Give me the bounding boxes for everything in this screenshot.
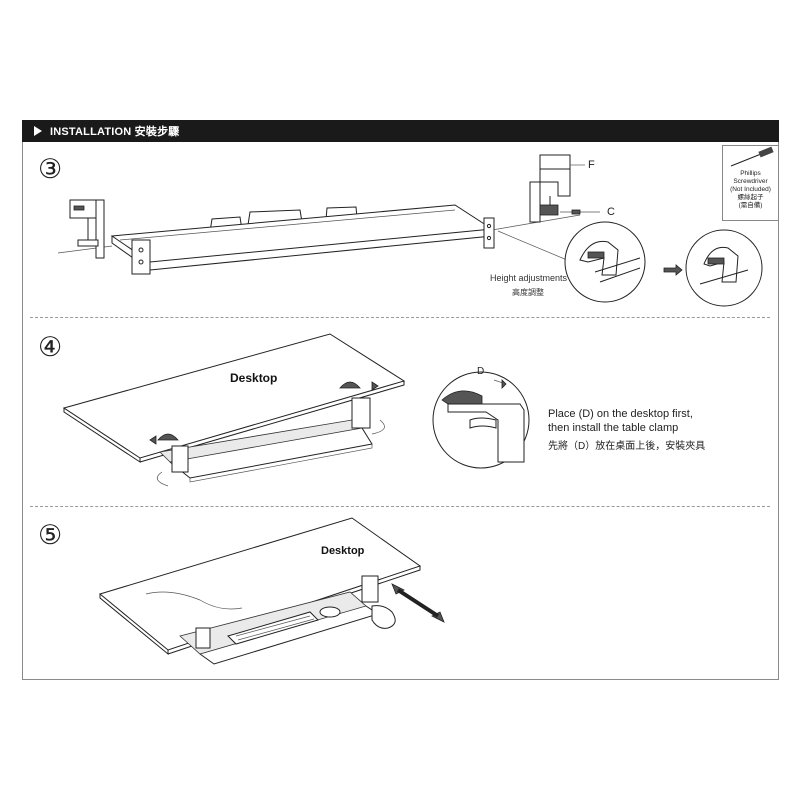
height-adjust-label-zh: 高度調整 <box>512 288 544 297</box>
desktop-label-step5: Desktop <box>321 545 365 557</box>
step4-note-line1: Place (D) on the desktop first, <box>548 408 693 420</box>
section-title: INSTALLATION 安裝步驟 <box>50 126 180 138</box>
tool-note-box: Phillips Screwdriver (Not Included) 螺絲起子… <box>722 145 779 221</box>
height-adjust-label: Height adjustments <box>490 273 568 283</box>
step-divider-1 <box>30 317 770 318</box>
step5-keyboard-illustration <box>98 517 445 665</box>
tool-name-zh: 螺絲起子 <box>737 194 764 201</box>
step4-note-line2: then install the table clamp <box>548 422 679 434</box>
step4-desk-illustration <box>62 333 530 487</box>
step-4-number: ④ <box>38 332 63 363</box>
section-header: INSTALLATION 安裝步驟 <box>22 120 779 142</box>
part-label-d: D <box>477 366 485 377</box>
screwdriver-icon <box>730 146 774 167</box>
step-5-number: ⑤ <box>38 520 63 551</box>
step4-note-zh: 先將（D）放在桌面上後，安裝夾具 <box>548 441 706 452</box>
step-3-number: ③ <box>38 154 63 185</box>
part-label-f: F <box>588 159 595 171</box>
step3-tray-illustration <box>57 154 763 307</box>
step-divider-2 <box>30 506 770 507</box>
tool-note: (Not Included) <box>730 186 771 193</box>
tool-name: Phillips <box>740 170 761 177</box>
part-label-c: C <box>607 206 615 218</box>
tool-name-2: Screwdriver <box>733 178 768 185</box>
instruction-frame <box>22 142 779 680</box>
tool-note-zh: (需自備) <box>738 202 763 209</box>
desktop-label-step4: Desktop <box>230 371 278 385</box>
play-triangle-icon <box>34 126 42 136</box>
